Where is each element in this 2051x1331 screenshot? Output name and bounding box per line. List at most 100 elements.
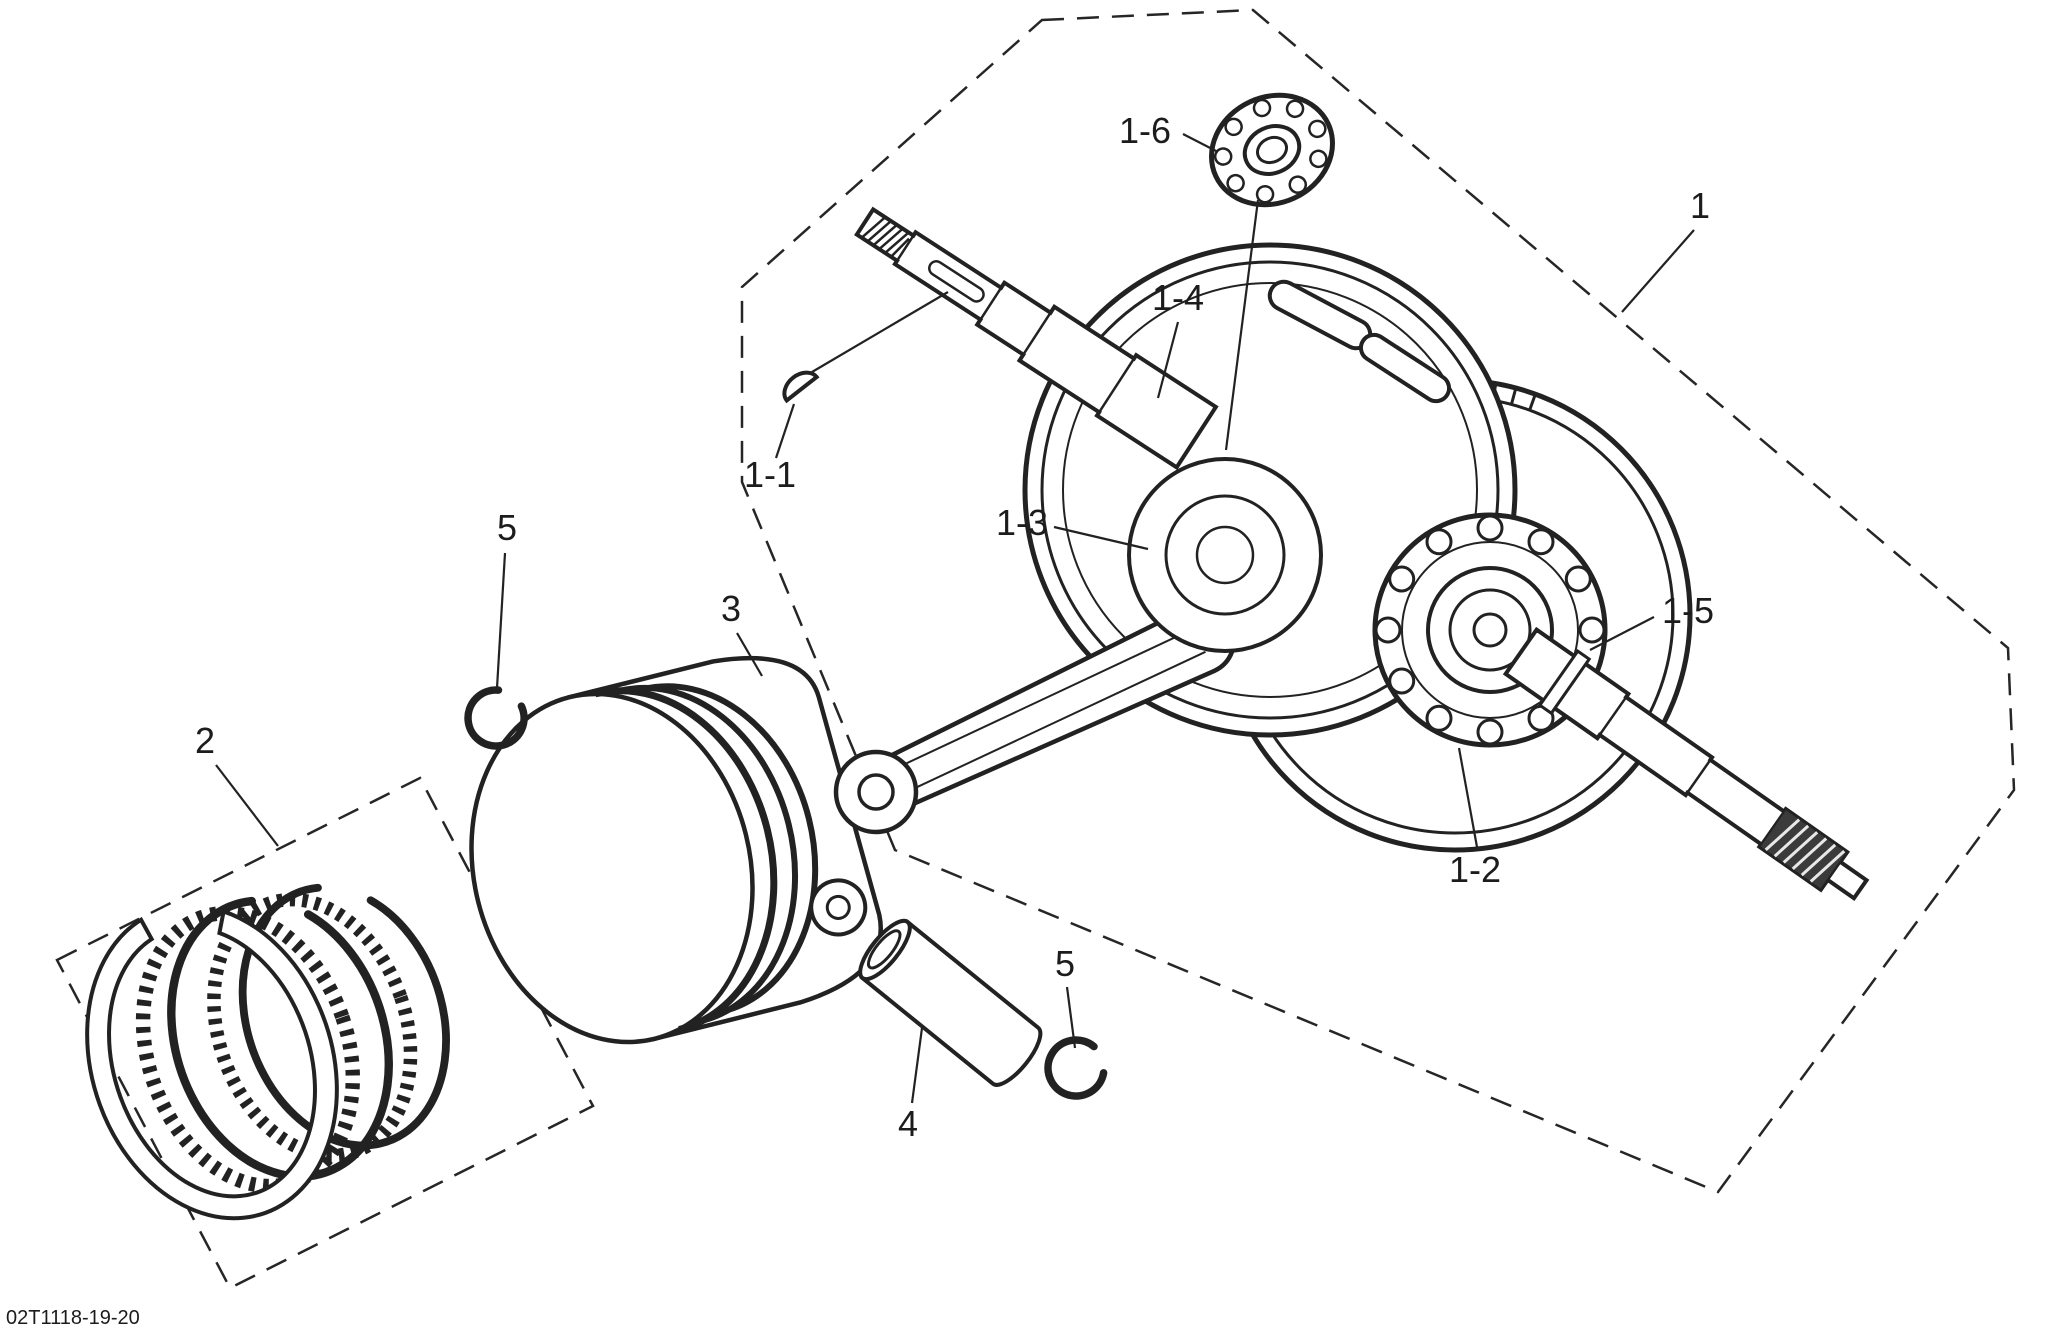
shaft-step [1596,693,1630,739]
connecting-rod [833,603,1237,835]
bearing-ball [1564,565,1592,593]
callout-labels: 1-6 1 1-4 1-1 1-3 5 3 1-5 2 1-2 5 4 [195,110,1714,1144]
ring-groove [641,683,819,1015]
boss-inner [1195,525,1255,585]
leader-5-upper [495,552,507,689]
bearing-ball [1226,173,1245,193]
leader-1-5 [1589,616,1655,651]
callout-5-lower: 5 [1055,943,1075,984]
leader-1-2 [1457,747,1479,848]
leader-1-6 [1182,133,1219,153]
callout-3: 3 [721,588,741,629]
callout-1-6: 1-6 [1119,110,1171,151]
leader-3 [736,632,763,677]
bearing-ball [1308,119,1327,139]
callout-1-1: 1-1 [744,454,796,495]
bearing-ball [1224,117,1243,137]
pin-bore [866,929,902,970]
bearing-bore [1255,135,1289,165]
callout-1: 1 [1690,185,1710,226]
woodruff-key [782,370,820,404]
crank-pin-boss [1127,457,1323,653]
gear-tooth [1528,392,1538,411]
spline-hatching [1764,818,1846,883]
bearing-ball [1476,514,1504,542]
circlip-lower [1044,1036,1108,1100]
web-slot-outline [1358,332,1452,404]
compression-ring-front [85,908,339,1221]
magneto-shaft [854,206,1219,471]
piston-crown [469,691,755,1045]
callout-1-3: 1-3 [996,502,1048,543]
bearing-ball [1374,616,1402,644]
bearing-ball [1425,528,1453,556]
pto-shaft [1502,626,1870,902]
leader-1 [1621,229,1695,313]
web-left-inner-rim [1040,260,1500,720]
bearing-ball [1388,667,1416,695]
piston-pin [858,918,1043,1087]
callout-1-5: 1-5 [1662,590,1714,631]
shaft-step [893,231,917,265]
bearing-ball [1309,149,1328,169]
circlip-outline [464,686,528,750]
rod-small-end-bore [857,773,895,811]
bearing-bore [1472,612,1508,648]
ring-groove [618,684,799,1024]
piston [469,655,883,1045]
leader-5-lower [1065,986,1077,1049]
ring-outline [85,908,339,1221]
bearing-ball [1288,175,1308,194]
circlip-outline [1044,1036,1108,1100]
bearing-ball [1476,718,1504,746]
leader-1-6-long [1224,199,1260,451]
shaft-step [976,282,1006,326]
ring-outline [167,896,393,1181]
callout-1-2: 1-2 [1449,849,1501,890]
bearing-cage-line [1401,541,1579,719]
bearing-ball [1388,565,1416,593]
pin-body [859,919,1043,1087]
leader-1-1 [774,403,796,459]
rod-ibeam-line [881,650,1206,805]
bearing-ball [1255,185,1275,204]
shaft-step [1684,756,1714,796]
bearing-ball [1213,147,1233,166]
keyway-slot [928,260,985,303]
thread-hatching [861,216,910,257]
leader-1-3 [1053,525,1149,551]
ring-groove [594,687,778,1033]
leader-lines [215,133,1695,1104]
bearing-ball [1578,616,1606,644]
doc-code: 02T1118-19-20 [6,1307,140,1329]
assembly-1-boundary [740,8,2016,1194]
web-slot [1358,332,1452,404]
boss-mid [1164,494,1286,616]
callout-5-upper: 5 [497,507,517,548]
pin-boss-hole [825,894,851,920]
compression-ring-mid [167,896,393,1181]
piston-ring-set [85,883,450,1221]
bearing-ball [1527,528,1555,556]
leader-1-4 [1156,321,1180,399]
web-left-face-line [1062,282,1478,698]
thrust-washer [1537,649,1592,716]
woodruff-key-outline [782,370,820,404]
gear-tooth [1509,386,1518,405]
ball-bearing-1-6 [1209,92,1335,208]
callout-4: 4 [898,1103,918,1144]
shaft-step [1018,306,1056,362]
bearing-ball [1252,98,1272,118]
bearing-ball [1425,704,1453,732]
callout-2: 2 [195,720,215,761]
bearing-balls [1213,98,1328,204]
bearing-ball [1285,99,1305,119]
leader-key-to-shaft [811,291,949,373]
assembly-1-boundary-outline [740,8,2016,1194]
shaft-step [1095,354,1138,417]
circlip-upper [464,686,528,750]
rod-ibeam-line [870,627,1195,782]
leader-2 [215,764,279,847]
